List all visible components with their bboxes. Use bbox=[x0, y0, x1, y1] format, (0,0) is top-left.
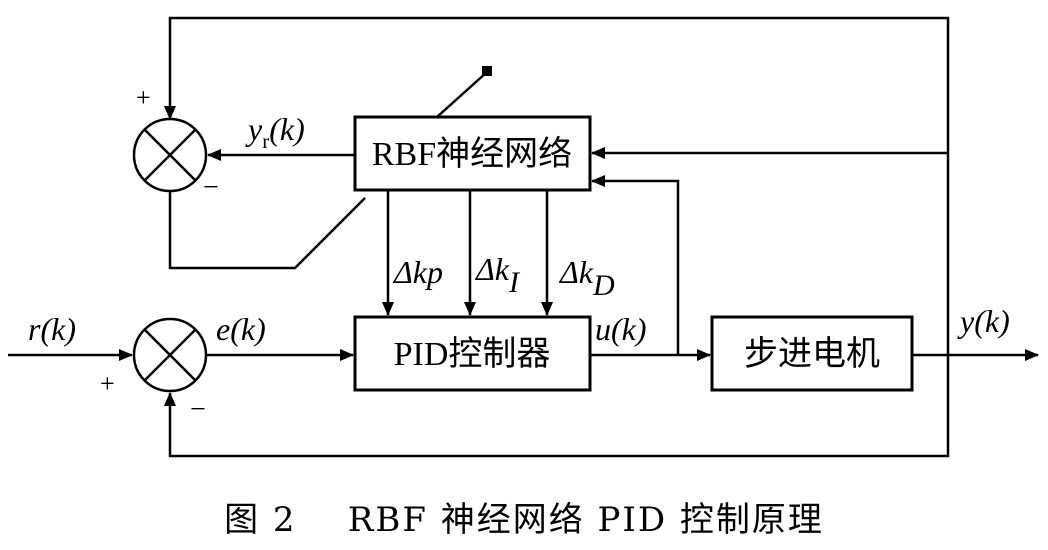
top-minus-sign: − bbox=[203, 172, 219, 203]
block-diagram: RBF神经网络 PID控制器 步进电机 r(k) e(k) u(k) y(k) … bbox=[8, 16, 1039, 458]
caption-gap bbox=[297, 500, 348, 540]
r-signal-label: r(k) bbox=[28, 311, 76, 347]
e-signal-label: e(k) bbox=[216, 311, 266, 347]
delta-kp-label: Δkp bbox=[392, 254, 443, 290]
top-plus-sign: + bbox=[136, 83, 151, 112]
delta-ki-label: ΔkI bbox=[474, 251, 521, 299]
top-summing-junction bbox=[132, 117, 208, 193]
pid-block-label: PID控制器 bbox=[394, 335, 551, 373]
rbf-network-block bbox=[353, 115, 592, 192]
u-to-rbf-line bbox=[591, 175, 680, 355]
top-feedback-line bbox=[164, 16, 950, 355]
rbf-block-label: RBF神经网络 bbox=[372, 135, 572, 173]
stepper-motor-block bbox=[710, 315, 914, 392]
error-feedback-line bbox=[168, 191, 366, 270]
learning-adjust-line bbox=[436, 71, 488, 118]
bottom-minus-sign: − bbox=[190, 394, 206, 425]
yr-signal-label: yr(k) bbox=[245, 111, 305, 153]
figure-caption: 图 2 RBF 神经网络 PID 控制原理 bbox=[0, 492, 1048, 541]
figure-number: 图 2 bbox=[224, 500, 297, 540]
bottom-summing-junction bbox=[132, 317, 208, 393]
y-signal-label: y(k) bbox=[957, 303, 1010, 339]
pid-controller-block bbox=[353, 315, 592, 392]
delta-kd-label: ΔkD bbox=[558, 254, 615, 302]
bottom-feedback-line bbox=[164, 355, 950, 458]
u-signal-label: u(k) bbox=[595, 311, 647, 347]
bottom-plus-sign: + bbox=[100, 369, 115, 398]
figure-title: RBF 神经网络 PID 控制原理 bbox=[347, 500, 824, 540]
motor-block-label: 步进电机 bbox=[744, 335, 880, 373]
learning-adjust-tip bbox=[482, 66, 492, 76]
